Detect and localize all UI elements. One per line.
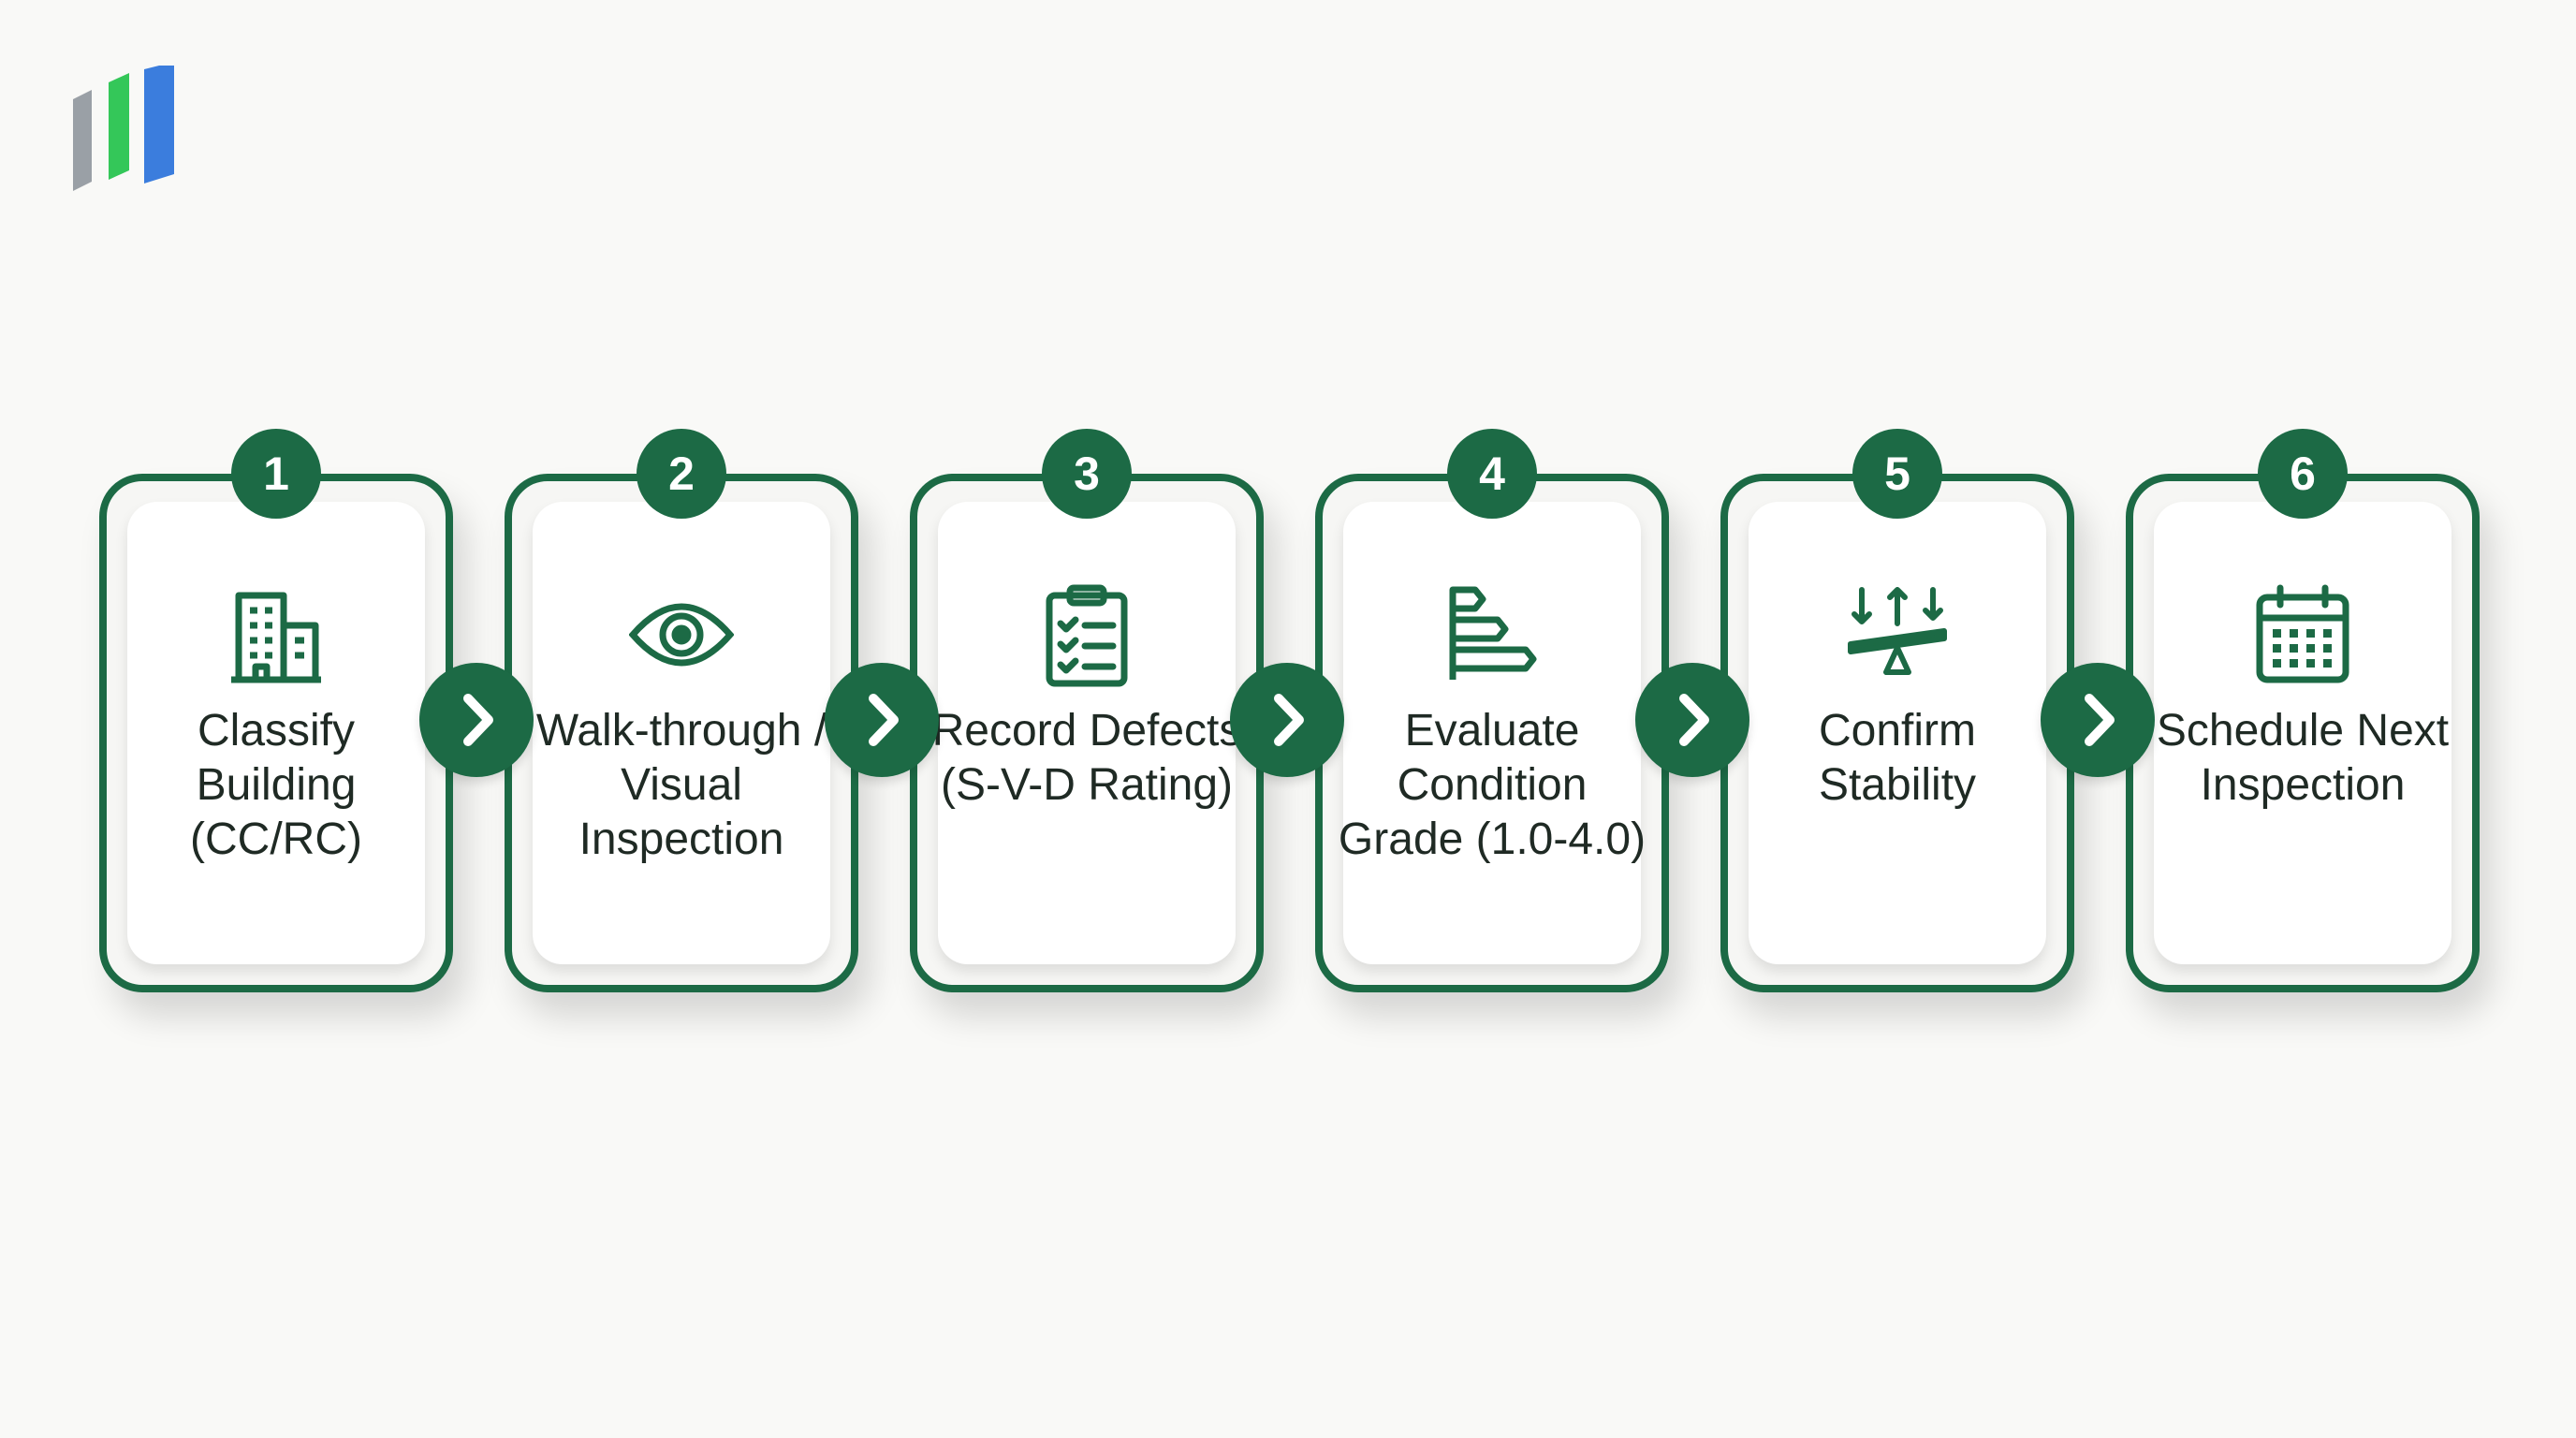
step-number-badge: 3 bbox=[1042, 429, 1132, 519]
chevron-right-icon bbox=[825, 663, 939, 777]
grade-bars-icon bbox=[1440, 582, 1544, 687]
step-card-1: 1 Classify Building (CC/RC) bbox=[99, 429, 453, 992]
step-card-inner bbox=[127, 502, 425, 964]
logo-bar-blue bbox=[144, 66, 174, 183]
step-card-2: 2 Walk-through / Visual Inspection bbox=[505, 429, 858, 992]
step-label: Evaluate Condition Grade (1.0-4.0) bbox=[1338, 706, 1647, 864]
step-number-badge: 5 bbox=[1852, 429, 1942, 519]
chevron-right-icon bbox=[1230, 663, 1344, 777]
step-card-3: 3 Record Defects (S-V-D Rating) bbox=[910, 429, 1264, 992]
step-number-badge: 2 bbox=[637, 429, 726, 519]
step-number-badge: 6 bbox=[2258, 429, 2348, 519]
step-card-inner bbox=[1343, 502, 1641, 964]
clipboard-checklist-icon bbox=[1034, 582, 1139, 687]
logo-bar-gray bbox=[73, 90, 92, 191]
step-card-inner bbox=[2154, 502, 2452, 964]
chevron-right-icon bbox=[419, 663, 534, 777]
step-label: Walk-through / Visual Inspection bbox=[535, 706, 827, 864]
chevron-right-icon bbox=[2041, 663, 2155, 777]
step-card-4: 4 Evaluate Condition Grade (1.0-4.0) bbox=[1315, 429, 1669, 992]
step-label: Record Defects (S-V-D Rating) bbox=[931, 706, 1242, 810]
brand-logo bbox=[71, 66, 183, 197]
step-card-inner bbox=[1749, 502, 2046, 964]
step-label: Confirm Stability bbox=[1818, 706, 1977, 810]
step-number-badge: 4 bbox=[1447, 429, 1537, 519]
calendar-icon bbox=[2250, 582, 2355, 687]
balance-icon bbox=[1845, 582, 1950, 687]
logo-bar-green bbox=[109, 73, 129, 180]
building-icon bbox=[224, 582, 329, 687]
chevron-right-icon bbox=[1635, 663, 1749, 777]
step-card-inner bbox=[533, 502, 830, 964]
step-card-inner bbox=[938, 502, 1236, 964]
step-card-5: 5 Confirm Stability bbox=[1720, 429, 2074, 992]
step-label: Classify Building (CC/RC) bbox=[190, 706, 362, 864]
eye-icon bbox=[629, 582, 734, 687]
step-number-badge: 1 bbox=[231, 429, 321, 519]
step-card-6: 6 Schedule Next Inspection bbox=[2126, 429, 2480, 992]
step-label: Schedule Next Inspection bbox=[2156, 706, 2450, 810]
